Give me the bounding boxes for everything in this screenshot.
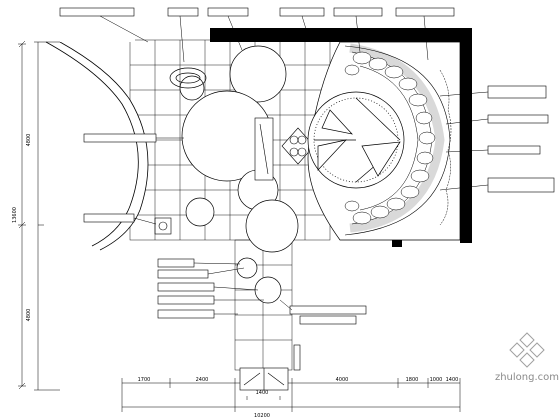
left-dim-top: 4800 xyxy=(26,134,32,147)
top-label-tags xyxy=(59,7,455,63)
solid-walls xyxy=(210,28,472,247)
left-curved-wall xyxy=(45,18,149,251)
left-dimension-chain xyxy=(18,40,26,390)
frame-lines xyxy=(34,41,60,391)
bottom-dim-sub: 1400 xyxy=(256,390,269,396)
side-chair xyxy=(154,217,172,235)
right-label-tags xyxy=(439,85,555,193)
right-planting xyxy=(439,69,452,226)
center-label-tags xyxy=(279,299,367,325)
bottom-dim-6: 1000 xyxy=(430,377,443,383)
bottom-dimension-chain xyxy=(121,378,461,412)
stage-platform xyxy=(307,91,405,189)
bottom-dimension-labels: 1700 2400 1400 4000 1800 1000 1400 1400 … xyxy=(138,377,459,419)
left-dim-overall: 13600 xyxy=(12,207,18,223)
bottom-dim-5: 1800 xyxy=(406,377,419,383)
stone-blocks xyxy=(344,51,436,225)
watermark-text: zhulong.com xyxy=(495,372,559,383)
entry-door xyxy=(239,344,301,391)
circle-elements xyxy=(179,45,299,304)
planter-oval xyxy=(169,67,207,89)
bottom-dim-2: 2400 xyxy=(196,377,209,383)
bottom-dim-overall: 10200 xyxy=(254,413,270,419)
watermark-logo xyxy=(509,332,545,368)
left-dim-bottom: 4800 xyxy=(26,309,32,322)
bottom-dim-4: 4000 xyxy=(336,377,349,383)
bottom-dim-1: 1700 xyxy=(138,377,151,383)
bottom-dim-7: 1400 xyxy=(446,377,459,383)
center-tall-table xyxy=(254,117,274,181)
left-label-tags xyxy=(83,133,264,319)
